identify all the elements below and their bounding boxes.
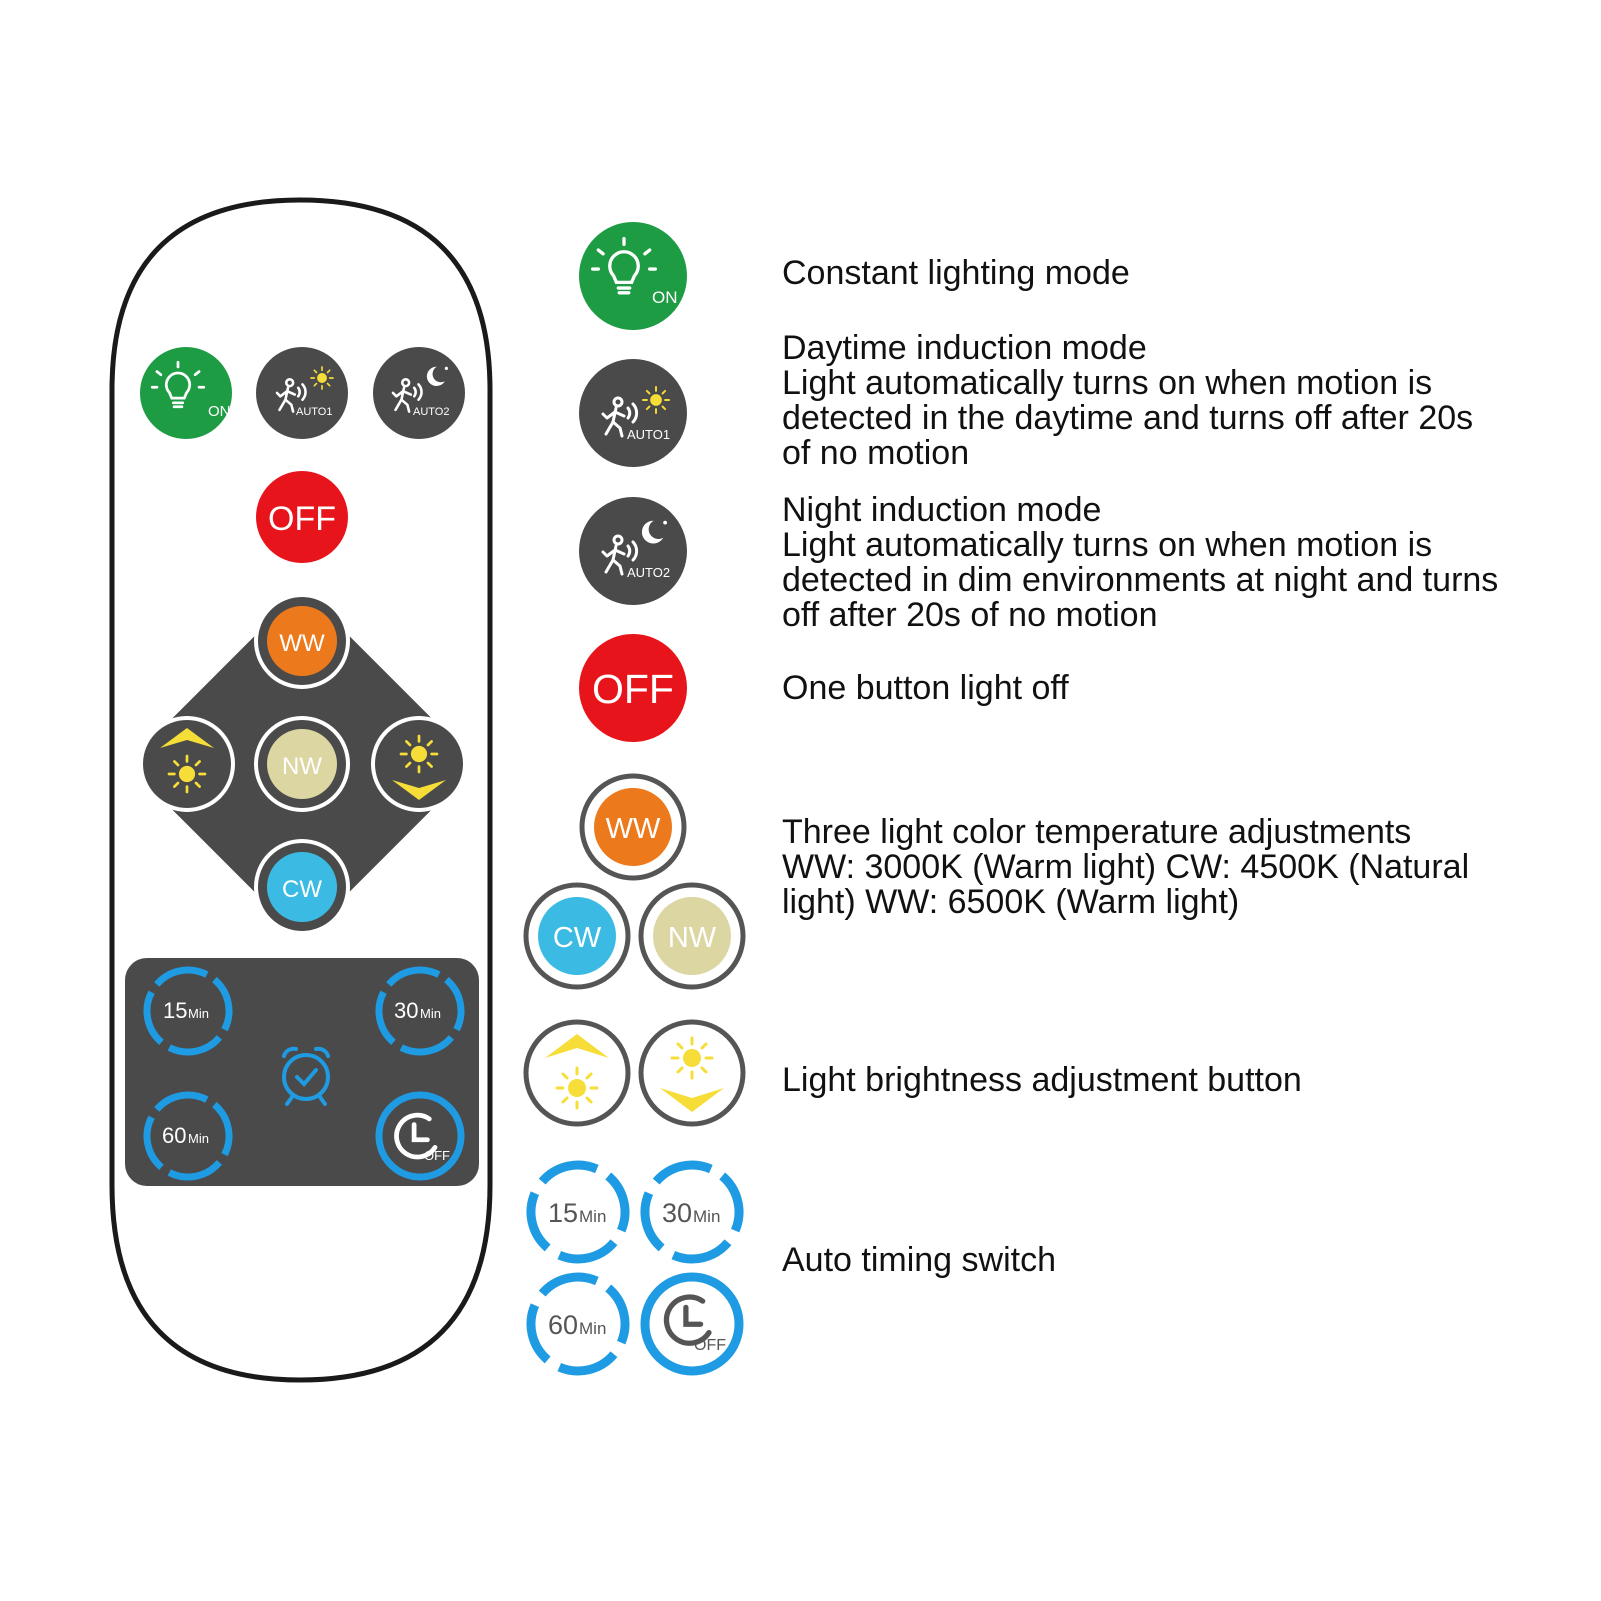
legend-15min-icon: 15 Min — [526, 1160, 630, 1264]
remote-brightness-up-button[interactable] — [139, 716, 235, 812]
remote-nw-button[interactable]: NW — [254, 716, 350, 812]
desc-night: Night induction mode Light automatically… — [782, 493, 1498, 633]
svg-text:Min: Min — [579, 1207, 606, 1226]
svg-text:AUTO1: AUTO1 — [627, 427, 670, 442]
alarm-clock-icon — [282, 1046, 330, 1106]
desc-daytime-line: detected in the daytime and turns off af… — [782, 399, 1474, 437]
remote-auto1-button[interactable]: AUTO1 — [256, 347, 348, 439]
desc-night-line: off after 20s of no motion — [782, 596, 1158, 634]
svg-text:AUTO2: AUTO2 — [627, 565, 670, 580]
desc-daytime: Daytime induction mode Light automatical… — [782, 331, 1473, 471]
desc-color-line: light) WW: 6500K (Warm light) — [782, 883, 1240, 921]
svg-text:30: 30 — [394, 998, 418, 1023]
legend-30min-icon: 30 Min — [640, 1160, 744, 1264]
desc-color-line: WW: 3000K (Warm light) CW: 4500K (Natura… — [782, 848, 1470, 886]
desc-brightness-title: Light brightness adjustment button — [782, 1061, 1302, 1099]
remote-auto2-button[interactable]: AUTO2 — [373, 347, 465, 439]
svg-text:60: 60 — [162, 1123, 186, 1148]
svg-text:Min: Min — [188, 1131, 209, 1146]
desc-color: Three light color temperature adjustment… — [782, 815, 1469, 920]
legend-auto1-icon: AUTO1 — [579, 359, 687, 467]
legend-ww-icon: WW — [579, 773, 687, 881]
remote-brightness-down-button[interactable] — [371, 716, 467, 812]
svg-text:OFF: OFF — [268, 500, 336, 538]
svg-text:60: 60 — [548, 1310, 578, 1340]
legend-auto2-icon: AUTO2 — [579, 497, 687, 605]
desc-off-title: One button light off — [782, 669, 1069, 707]
svg-text:Min: Min — [693, 1207, 720, 1226]
desc-daytime-title: Daytime induction mode — [782, 329, 1147, 367]
desc-timing-title: Auto timing switch — [782, 1241, 1056, 1279]
desc-night-line: detected in dim environments at night an… — [782, 561, 1499, 599]
svg-text:30: 30 — [662, 1198, 692, 1228]
svg-text:ON: ON — [652, 288, 678, 307]
svg-text:CW: CW — [553, 922, 602, 954]
legend-60min-icon: 60 Min — [526, 1272, 630, 1376]
svg-text:ON: ON — [208, 403, 231, 420]
remote-timer-off-button[interactable]: OFF — [375, 1091, 465, 1181]
svg-text:CW: CW — [282, 876, 322, 903]
desc-timing: Auto timing switch — [782, 1243, 1056, 1278]
svg-text:Min: Min — [420, 1006, 441, 1021]
desc-daytime-line: Light automatically turns on when motion… — [782, 364, 1433, 402]
legend-brightness-down-icon — [638, 1019, 746, 1127]
svg-text:15: 15 — [548, 1198, 578, 1228]
legend-timer-off-icon: OFF — [640, 1272, 744, 1376]
svg-text:AUTO2: AUTO2 — [413, 406, 449, 418]
svg-text:NW: NW — [668, 922, 717, 954]
remote-30min-button[interactable]: 30 Min — [362, 953, 478, 1069]
legend-off-icon: OFF — [579, 634, 687, 742]
remote-cw-button[interactable]: CW — [254, 839, 350, 935]
svg-text:AUTO1: AUTO1 — [296, 406, 332, 418]
svg-text:Min: Min — [579, 1319, 606, 1338]
remote-15min-button[interactable]: 15 Min — [130, 953, 246, 1069]
remote-off-button[interactable]: OFF — [256, 471, 348, 563]
svg-text:NW: NW — [282, 753, 322, 780]
svg-text:OFF: OFF — [694, 1337, 726, 1354]
svg-text:15: 15 — [163, 998, 187, 1023]
svg-text:OFF: OFF — [592, 666, 674, 712]
desc-off: One button light off — [782, 671, 1069, 706]
timer-panel — [125, 958, 479, 1186]
remote-ww-button[interactable]: WW — [254, 593, 350, 689]
legend-brightness-up-icon — [523, 1019, 631, 1127]
remote-60min-button[interactable]: 60 Min — [130, 1078, 246, 1194]
legend-nw-icon: NW — [638, 882, 746, 990]
svg-text:OFF: OFF — [424, 1148, 450, 1163]
svg-text:WW: WW — [606, 813, 661, 845]
desc-brightness: Light brightness adjustment button — [782, 1063, 1302, 1098]
legend-cw-icon: CW — [523, 882, 631, 990]
svg-text:Min: Min — [188, 1006, 209, 1021]
desc-daytime-line: of no motion — [782, 434, 970, 472]
svg-text:WW: WW — [279, 630, 325, 657]
desc-night-title: Night induction mode — [782, 491, 1102, 529]
desc-constant-title: Constant lighting mode — [782, 254, 1130, 292]
desc-night-line: Light automatically turns on when motion… — [782, 526, 1433, 564]
remote-on-button[interactable]: ON — [140, 347, 232, 439]
desc-constant: Constant lighting mode — [782, 256, 1130, 291]
legend-on-icon: ON — [579, 222, 687, 330]
desc-color-title: Three light color temperature adjustment… — [782, 813, 1412, 851]
